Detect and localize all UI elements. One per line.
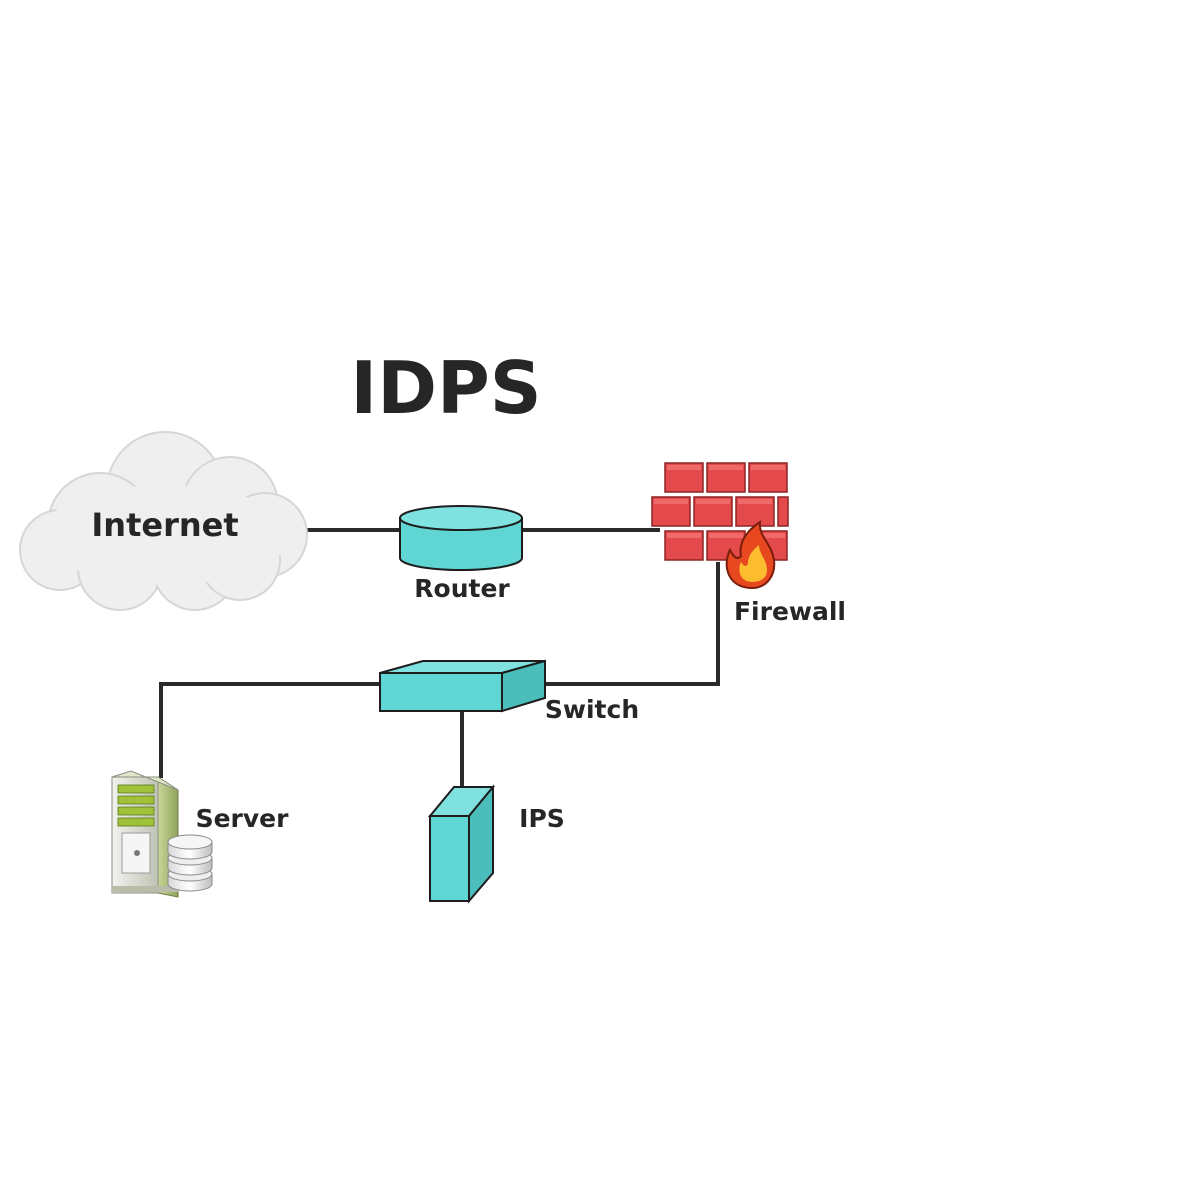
- internet-label: Internet: [91, 506, 238, 544]
- server-label: Server: [196, 804, 290, 833]
- router-label: Router: [414, 574, 510, 603]
- ips-label: IPS: [519, 804, 565, 833]
- link-switch-server: [159, 682, 380, 778]
- router-icon: [399, 505, 523, 571]
- database-icon: [167, 834, 213, 892]
- switch-label: Switch: [545, 695, 639, 724]
- firewall-icon: [651, 462, 789, 561]
- flame-icon: [725, 519, 776, 590]
- internet-cloud-icon: [19, 431, 308, 611]
- server-icon: [111, 770, 179, 898]
- switch-icon: [379, 659, 546, 713]
- firewall-label: Firewall: [734, 597, 846, 626]
- network-links: [159, 528, 720, 786]
- link-firewall-switch: [545, 562, 720, 686]
- ips-icon: [427, 784, 496, 904]
- diagram-title: IDPS: [350, 346, 541, 430]
